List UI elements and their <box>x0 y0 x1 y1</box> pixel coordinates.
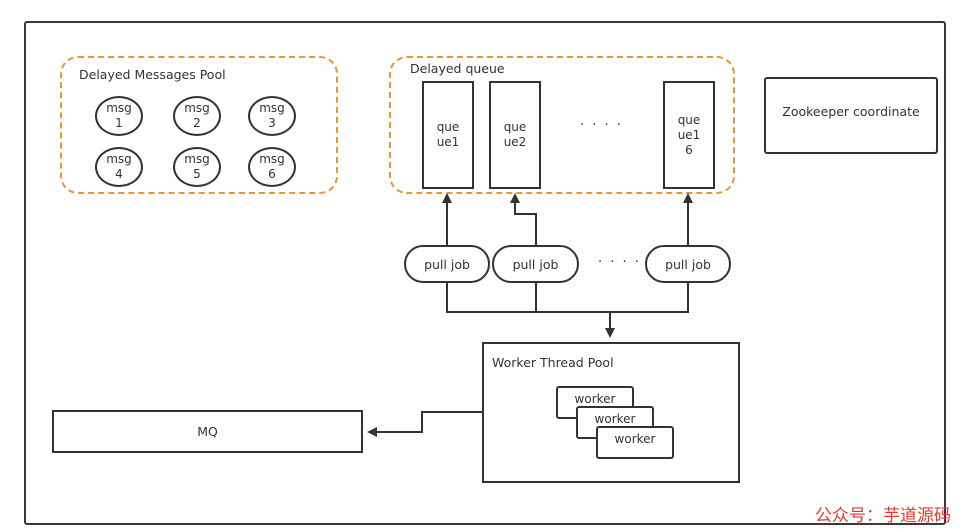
worker-2: worker <box>576 406 654 439</box>
delayed-messages-pool <box>60 56 338 194</box>
worker-3: worker <box>596 426 674 459</box>
mq-box: MQ <box>52 410 363 453</box>
pool-title: Delayed Messages Pool <box>79 67 226 82</box>
zookeeper-label: Zookeeper coordinate <box>782 104 920 119</box>
zookeeper-box: Zookeeper coordinate <box>764 77 938 154</box>
pull-job-1: pull job <box>404 245 490 283</box>
pull-job-3: pull job <box>645 245 731 283</box>
delayed-queue-group <box>389 56 735 194</box>
delayed-queue-title: Delayed queue <box>410 61 505 76</box>
pull-job-ellipsis: · · · · <box>598 255 641 270</box>
diagram-frame <box>24 21 946 525</box>
queue-ellipsis: · · · · <box>580 118 623 133</box>
worker-pool-title: Worker Thread Pool <box>492 355 614 370</box>
mq-label: MQ <box>197 424 218 439</box>
watermark-text: 公众号：芋道源码 <box>815 506 951 526</box>
pull-job-2: pull job <box>492 245 579 283</box>
